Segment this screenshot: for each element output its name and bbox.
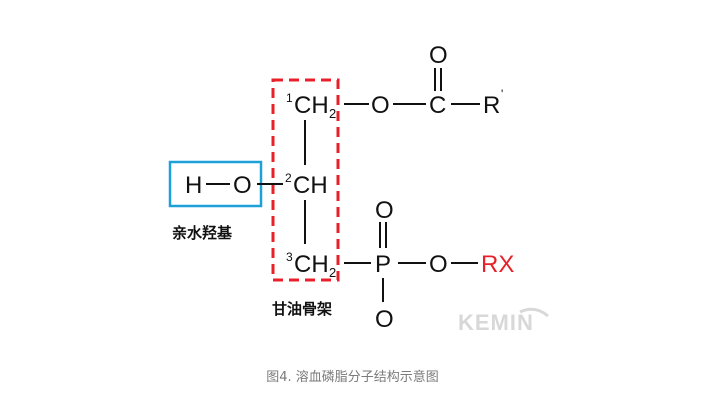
phosphate-ester-oxygen: O [429,251,448,278]
kemin-watermark: KEMIN [458,310,534,335]
phosphorus: P [375,251,391,278]
c1-number: 1 [286,91,293,105]
ester-oxygen: O [371,92,390,119]
hydrophilic-hydroxyl-label: 亲水羟基 [172,224,233,242]
c3-number: 3 [286,250,293,264]
carbonyl-oxygen: O [429,42,448,69]
figure-caption: 图4. 溶血磷脂分子结构示意图 [266,370,439,385]
c1-ch2: CH [294,92,329,119]
rx-group: RX [481,251,514,278]
c1-subscript: 2 [329,106,336,121]
carbonyl-carbon: C [429,92,446,119]
hydroxyl-hydrogen: H [185,172,202,199]
glycerol-backbone-label: 甘油骨架 [272,300,332,318]
c2-number: 2 [285,171,292,185]
c2-ch: CH [293,172,328,199]
acyl-r-prime-mark: ' [501,87,503,101]
watermark-swoosh-icon [519,307,549,318]
c3-subscript: 2 [329,265,336,280]
phosphoryl-oxygen-top: O [375,197,394,224]
acyl-r-group: R [483,92,500,119]
c3-ch2: CH [294,251,329,278]
glycerol-backbone-box [271,78,340,282]
phosphoryl-oxygen-bottom: O [375,306,394,333]
lysophospholipid-structure-diagram: O O C R ' 1 CH 2 H O 2 CH 3 CH 2 O P O R… [168,42,549,335]
hydroxyl-oxygen: O [233,172,252,199]
